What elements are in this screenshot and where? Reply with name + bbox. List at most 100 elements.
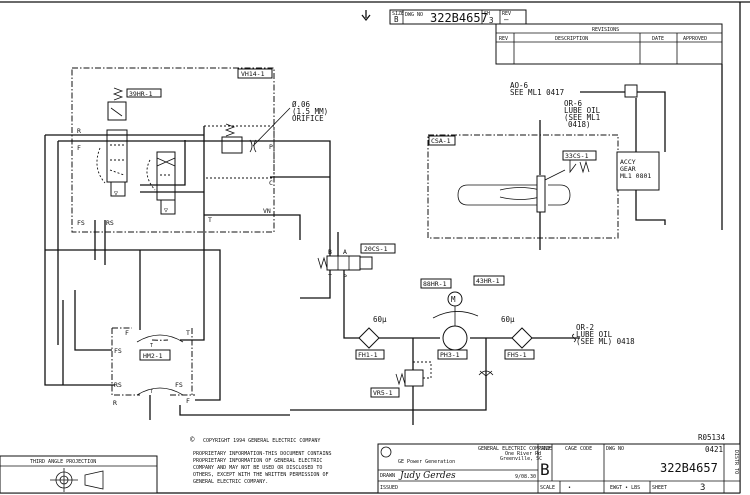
port-c: C: [269, 179, 273, 187]
down-arrow-icon: [361, 10, 371, 22]
issued-label: ISSUED: [380, 485, 398, 491]
ge-logo: [380, 446, 392, 458]
copyright-notice: COPYRIGHT 1994 GENERAL ELECTRIC COMPANY: [203, 438, 320, 444]
dwg-no-label: DWG NO: [405, 12, 423, 18]
port-fs: FS: [77, 219, 85, 227]
accessory-gear-section: AO-6 SEE ML1 0417 OR-6 LUBE OIL (SEE ML1…: [427, 81, 666, 250]
hm2-label: HM2-1: [143, 352, 163, 360]
ph3-label: PH3-1: [440, 351, 460, 359]
rev-value: —: [504, 15, 509, 24]
dwg-no-value: 322B4657: [430, 11, 488, 25]
svg-text:▽: ▽: [114, 189, 118, 197]
scale-label: SCALE: [540, 485, 555, 491]
title-block: THIRD ANGLE PROJECTION © COPYRIGHT 1994 …: [0, 433, 741, 494]
vh14-label: VH14-1: [241, 70, 265, 78]
fh5-label: FH5-1: [507, 351, 527, 359]
hm-port-t: T: [186, 329, 190, 337]
filter-fh5: [511, 327, 533, 349]
ao6-label: AO-6: [510, 81, 529, 90]
port-rs: RS: [106, 219, 114, 227]
fh1-label: FH1-1: [358, 351, 378, 359]
size-label: SIZE: [392, 11, 404, 17]
hm-port-fs-2: FS: [175, 381, 183, 389]
motor-label: M: [451, 295, 456, 304]
size-value: B: [394, 15, 399, 24]
or2-label: OR-2: [576, 323, 594, 332]
port-p: P: [269, 143, 273, 151]
scale-value: •: [568, 485, 571, 491]
drawing-number-header: SIZE B DWG NO 322B4657 SH 3 REV —: [361, 9, 527, 25]
port-r: R: [77, 127, 81, 135]
company-address-3: Greenville, SC: [500, 456, 542, 462]
hr39-label: 39HR-1: [129, 90, 153, 98]
filter-rating-2: 60µ: [501, 315, 515, 324]
ao6-ref: SEE ML1 0417: [510, 88, 564, 97]
column-header-description: DESCRIPTION: [555, 36, 588, 42]
proprietary-line-1: PROPRIETARY INFORMATION-THIS DOCUMENT CO…: [193, 451, 331, 457]
column-header-approved: APPROVED: [683, 36, 707, 42]
reference-number: R05134: [698, 433, 726, 442]
port-f: F: [77, 144, 81, 152]
tb-size-label: SIZE: [540, 446, 552, 452]
cs33-label: 33CS-1: [565, 152, 589, 160]
drawn-date: 9/08.30: [515, 474, 536, 480]
or6-ref-number: 0418): [568, 120, 591, 129]
port-vn: VN: [263, 207, 271, 215]
sheet-label: SH: [484, 11, 490, 17]
cs-port-p: P: [343, 273, 347, 281]
vh14-manifold: VH14-1 39HR-1 ▽ ▽ Ø.06 (1.5 MM) ORIFICE …: [44, 67, 331, 386]
proprietary-line-3: COMPANY AND MAY NOT BE USED OR DISCLOSED…: [193, 465, 322, 471]
hm-port-f-2: F: [186, 397, 190, 405]
pump-icon: [442, 325, 468, 351]
orifice-size-mm: (1.5 MM): [292, 107, 328, 116]
filter-fh1: [358, 327, 380, 349]
relief-valve: [404, 369, 424, 387]
tb-dwg-no-value: 322B4657: [660, 461, 718, 475]
or6-label: OR-6: [564, 99, 583, 108]
hm-port-r: R: [113, 399, 117, 407]
accy-ref: ML1 0801: [620, 172, 651, 180]
tb-sheet-value: 3: [700, 483, 705, 493]
proprietary-line-2: PROPRIETARY INFORMATION OF GENERAL ELECT…: [193, 458, 322, 464]
distribution-label: DISTR TO: [733, 450, 739, 474]
cs-port-a: A: [343, 248, 347, 256]
gear-label: GEAR: [620, 165, 636, 173]
tb-dwg-no-label: DWG NO: [606, 446, 624, 452]
motor-icon: [447, 291, 463, 307]
hm-port-f: F: [125, 329, 129, 337]
drawn-signature: Judy Gerdes: [398, 471, 456, 481]
accy-label: ACCY: [620, 158, 636, 166]
cs-port-t: T: [328, 273, 332, 281]
tb-size-value: B: [540, 460, 550, 479]
csa-label: CSA-1: [431, 137, 451, 145]
hm-port-t-top: T: [150, 343, 153, 349]
or6-ref: (SEE ML1: [564, 113, 600, 122]
hm2-actuator: HM2-1 F T T FS RS FS R T F: [45, 249, 290, 420]
tb-sheet-label: SHEET: [652, 485, 667, 491]
hm-port-fs: FS: [114, 347, 122, 355]
hr88-label: 88HR-1: [423, 280, 447, 288]
column-header-rev: REV: [499, 36, 508, 42]
check-valve-icon: [478, 370, 494, 377]
company-address-2: One River Rd: [505, 451, 541, 457]
company-address-1: GENERAL ELECTRIC COMPANY: [478, 446, 550, 452]
copyright-icon: ©: [190, 435, 195, 444]
proprietary-line-4: OTHERS, EXCEPT WITH THE WRITTEN PERMISSI…: [193, 472, 328, 478]
port-t: T: [208, 216, 212, 224]
vr5-label: VR5-1: [373, 389, 393, 397]
orifice-label: ORIFICE: [292, 114, 324, 123]
revisions-table: REVISIONS REV DESCRIPTION DATE APPROVED: [495, 23, 723, 230]
orifice-size: Ø.06: [292, 100, 311, 109]
spring-icon: [112, 87, 124, 101]
svg-text:▽: ▽: [164, 206, 168, 214]
revisions-title: REVISIONS: [592, 27, 619, 33]
hm-port-rs: RS: [114, 381, 122, 389]
drawn-label: DRAWN: [380, 473, 395, 479]
column-header-date: DATE: [652, 36, 664, 42]
filter-rating-1: 60µ: [373, 315, 387, 324]
shaft-coupling: [457, 184, 571, 206]
cs-port-b: B: [328, 248, 332, 256]
reference-sub-number: 0421: [705, 445, 723, 454]
cage-code-label: CAGE CODE: [565, 446, 592, 452]
